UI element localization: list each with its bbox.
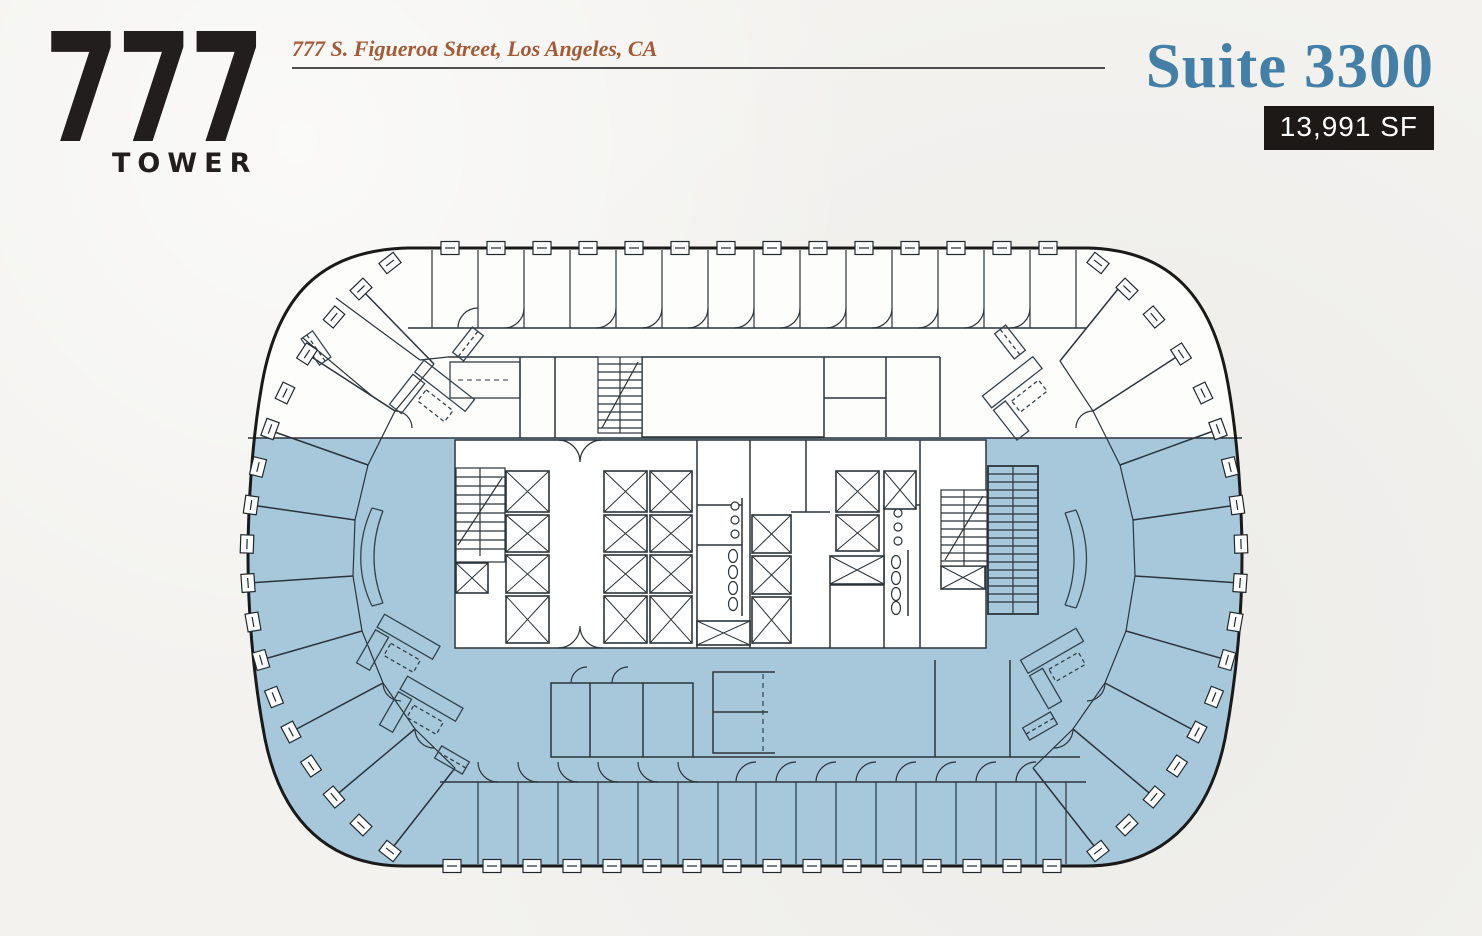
furniture bbox=[300, 324, 1105, 775]
suite-area-badge: 13,991 SF bbox=[1263, 106, 1434, 150]
header-divider bbox=[292, 67, 1105, 69]
building-outline bbox=[246, 246, 1244, 868]
elevator-bank bbox=[455, 470, 986, 646]
building-logo-number: 777 bbox=[44, 1, 265, 177]
suite-internal-stair bbox=[987, 465, 1039, 615]
building-address: 777 S. Figueroa Street, Los Angeles, CA bbox=[292, 36, 658, 61]
stairs bbox=[455, 356, 988, 567]
restroom-fixtures bbox=[727, 501, 903, 616]
door-arcs bbox=[382, 307, 1106, 783]
suite-title: Suite 3300 bbox=[1145, 31, 1434, 101]
building-logo-word: TOWER bbox=[112, 148, 258, 179]
